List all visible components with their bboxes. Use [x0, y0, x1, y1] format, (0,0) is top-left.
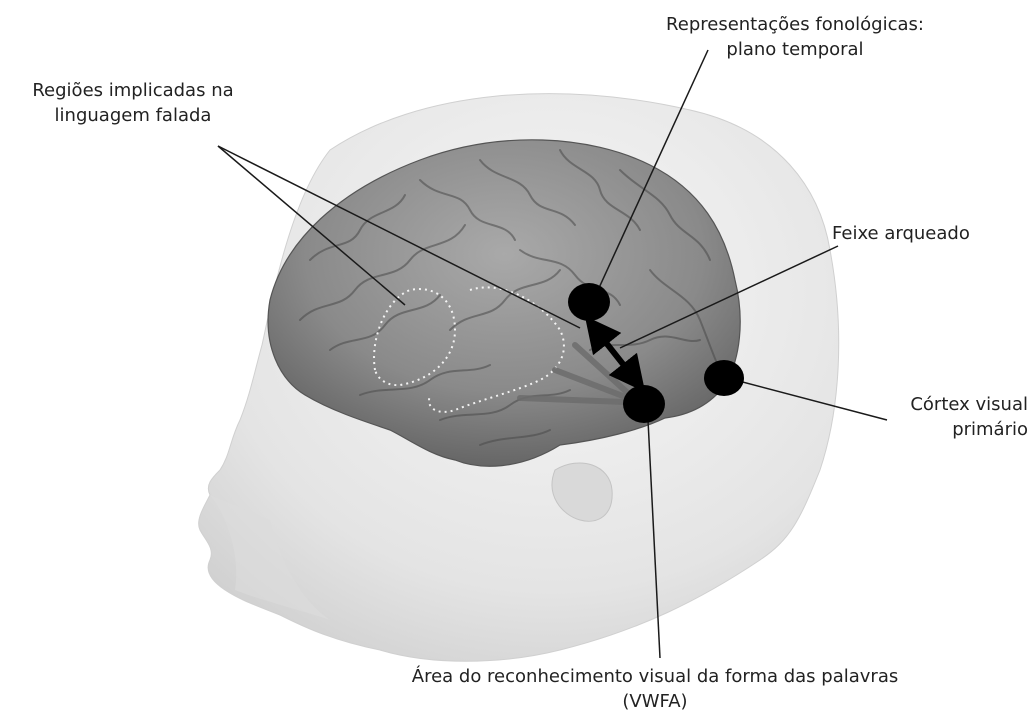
label-vwfa-line2: (VWFA) [355, 689, 955, 714]
label-vwfa-line1: Área do reconhecimento visual da forma d… [355, 664, 955, 689]
label-phonological-line2: plano temporal [630, 37, 960, 62]
label-phonological-line1: Representações fonológicas: [630, 12, 960, 37]
label-spoken-language-line2: linguagem falada [8, 103, 258, 128]
label-arcuate: Feixe arqueado [832, 221, 970, 246]
label-arcuate-line1: Feixe arqueado [832, 221, 970, 246]
marker-primary-visual-cortex [704, 360, 744, 396]
label-visual-cortex-line2: primário [870, 417, 1028, 442]
label-visual-cortex: Córtex visual primário [870, 392, 1028, 442]
label-vwfa: Área do reconhecimento visual da forma d… [355, 664, 955, 714]
label-spoken-language: Regiões implicadas na linguagem falada [8, 78, 258, 128]
label-visual-cortex-line1: Córtex visual [870, 392, 1028, 417]
label-spoken-language-line1: Regiões implicadas na [8, 78, 258, 103]
marker-planum-temporale [568, 283, 610, 321]
marker-vwfa [623, 385, 665, 423]
label-phonological: Representações fonológicas: plano tempor… [630, 12, 960, 62]
